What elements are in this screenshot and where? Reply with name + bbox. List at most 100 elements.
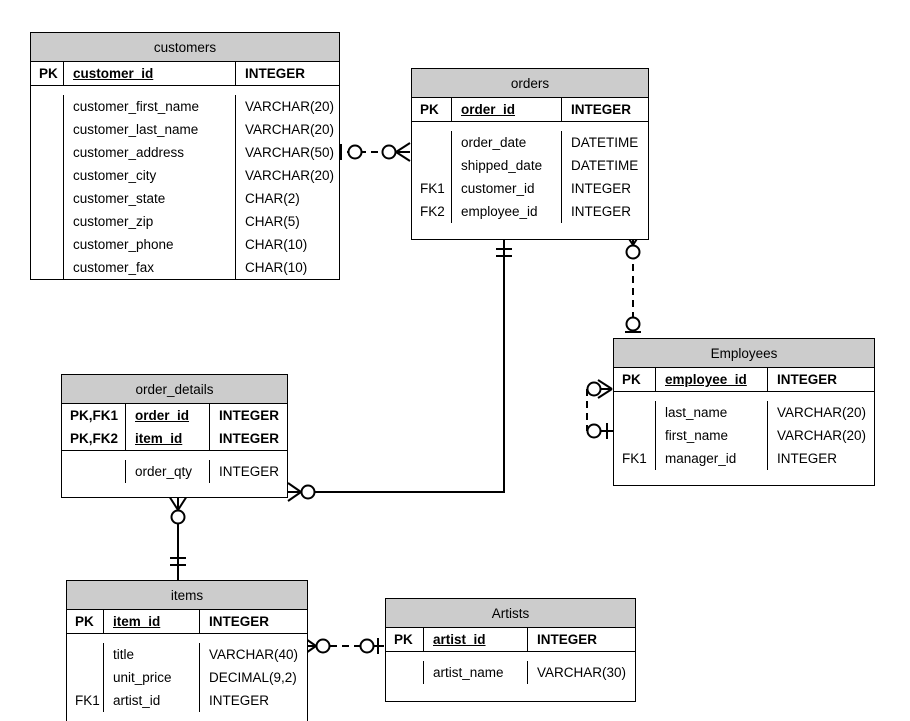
table-row[interactable]: order_date DATETIME: [412, 131, 648, 154]
entity-title-order-details: order_details: [62, 375, 287, 404]
row-datatype: INTEGER: [219, 464, 280, 479]
row-attribute: employee_id: [656, 368, 768, 391]
entity-attr-section-artists: artist_name VARCHAR(30): [386, 652, 635, 692]
table-row[interactable]: unit_price DECIMAL(9,2): [67, 666, 307, 689]
entity-attr-section-orders: order_date DATETIME shipped_date DATETIM…: [412, 122, 648, 231]
table-row[interactable]: customer_first_name VARCHAR(20): [31, 95, 339, 118]
table-row[interactable]: artist_name VARCHAR(30): [386, 661, 635, 684]
table-row[interactable]: PK order_id INTEGER: [412, 98, 648, 121]
row-key: PK: [386, 628, 424, 651]
row-datatype: INTEGER: [777, 372, 838, 387]
row-attribute: customer_city: [64, 164, 236, 187]
row-attribute: customer_id: [452, 177, 562, 200]
row-key: PK: [614, 368, 656, 391]
table-row[interactable]: shipped_date DATETIME: [412, 154, 648, 177]
row-datatype: CHAR(10): [245, 260, 308, 275]
entity-attr-section-customers: customer_first_name VARCHAR(20) customer…: [31, 86, 339, 287]
relationship-order-details-items[interactable]: [168, 495, 188, 580]
row-key: FK2: [412, 200, 452, 223]
table-row[interactable]: last_name VARCHAR(20): [614, 401, 874, 424]
row-attribute: item_id: [126, 427, 210, 450]
row-datatype: INTEGER: [219, 408, 280, 423]
row-attribute: customer_first_name: [64, 95, 236, 118]
row-datatype: VARCHAR(40): [209, 647, 299, 662]
entity-customers[interactable]: customers PK customer_id INTEGER custome…: [30, 32, 340, 280]
row-key: FK1: [412, 177, 452, 200]
row-attribute: customer_fax: [64, 256, 236, 279]
entity-order-details[interactable]: order_details PK,FK1 order_id INTEGER PK…: [61, 374, 288, 498]
entity-title-items: items: [67, 581, 307, 610]
table-row[interactable]: PK artist_id INTEGER: [386, 628, 635, 651]
entity-title-customers: customers: [31, 33, 339, 62]
row-key: [31, 210, 64, 233]
row-attribute: customer_zip: [64, 210, 236, 233]
table-row[interactable]: customer_state CHAR(2): [31, 187, 339, 210]
entity-key-section-employees: PK employee_id INTEGER: [614, 368, 874, 392]
row-key: [412, 154, 452, 177]
row-key: PK: [412, 98, 452, 121]
row-attribute: customer_address: [64, 141, 236, 164]
row-attribute: customer_last_name: [64, 118, 236, 141]
relationship-employees-self[interactable]: [586, 379, 613, 439]
row-datatype: VARCHAR(20): [777, 428, 867, 443]
entity-artists[interactable]: Artists PK artist_id INTEGER artist_name…: [385, 598, 636, 702]
row-attribute: manager_id: [656, 447, 768, 470]
table-row[interactable]: FK2 employee_id INTEGER: [412, 200, 648, 223]
entity-attr-section-order-details: order_qty INTEGER: [62, 451, 287, 491]
row-datatype: CHAR(5): [245, 214, 300, 229]
row-attribute: item_id: [104, 610, 200, 633]
table-row[interactable]: FK1 manager_id INTEGER: [614, 447, 874, 470]
entity-employees[interactable]: Employees PK employee_id INTEGER last_na…: [613, 338, 875, 486]
row-key: [31, 256, 64, 279]
row-datatype: INTEGER: [209, 693, 270, 708]
table-row[interactable]: customer_fax CHAR(10): [31, 256, 339, 279]
relationship-orders-order-details[interactable]: [287, 240, 512, 502]
table-row[interactable]: FK1 customer_id INTEGER: [412, 177, 648, 200]
row-key: [614, 424, 656, 447]
table-row[interactable]: customer_address VARCHAR(50): [31, 141, 339, 164]
row-attribute: employee_id: [452, 200, 562, 223]
row-key: [31, 187, 64, 210]
relationship-customers-orders[interactable]: [340, 142, 411, 162]
row-datatype: INTEGER: [571, 204, 632, 219]
entity-items[interactable]: items PK item_id INTEGER title VARCHAR(4…: [66, 580, 308, 721]
table-row[interactable]: customer_city VARCHAR(20): [31, 164, 339, 187]
row-attribute: last_name: [656, 401, 768, 424]
table-row[interactable]: PK,FK2 item_id INTEGER: [62, 427, 287, 450]
row-datatype: DATETIME: [571, 158, 639, 173]
row-key: PK,FK2: [62, 427, 126, 450]
table-row[interactable]: FK1 artist_id INTEGER: [67, 689, 307, 712]
row-attribute: order_id: [126, 404, 210, 427]
row-key: [614, 401, 656, 424]
row-key: [31, 164, 64, 187]
row-attribute: artist_id: [424, 628, 528, 651]
table-row[interactable]: title VARCHAR(40): [67, 643, 307, 666]
row-datatype: INTEGER: [777, 451, 838, 466]
row-key: FK1: [67, 689, 104, 712]
row-attribute: unit_price: [104, 666, 200, 689]
row-datatype: DATETIME: [571, 135, 639, 150]
row-datatype: CHAR(10): [245, 237, 308, 252]
table-row[interactable]: first_name VARCHAR(20): [614, 424, 874, 447]
row-attribute: customer_id: [64, 62, 236, 85]
relationship-items-artists[interactable]: [302, 636, 384, 656]
table-row[interactable]: PK item_id INTEGER: [67, 610, 307, 633]
table-row[interactable]: PK customer_id INTEGER: [31, 62, 339, 85]
table-row[interactable]: PK,FK1 order_id INTEGER: [62, 404, 287, 427]
table-row[interactable]: customer_zip CHAR(5): [31, 210, 339, 233]
table-row[interactable]: order_qty INTEGER: [62, 460, 287, 483]
row-attribute: shipped_date: [452, 154, 562, 177]
row-datatype: INTEGER: [219, 431, 280, 446]
entity-title-artists: Artists: [386, 599, 635, 628]
row-datatype: INTEGER: [537, 632, 598, 647]
table-row[interactable]: customer_last_name VARCHAR(20): [31, 118, 339, 141]
relationship-orders-employees[interactable]: [623, 230, 643, 333]
row-attribute: order_id: [452, 98, 562, 121]
row-datatype: INTEGER: [571, 102, 632, 117]
table-row[interactable]: customer_phone CHAR(10): [31, 233, 339, 256]
row-datatype: VARCHAR(20): [245, 99, 335, 114]
entity-orders[interactable]: orders PK order_id INTEGER order_date DA…: [411, 68, 649, 240]
row-attribute: title: [104, 643, 200, 666]
table-row[interactable]: PK employee_id INTEGER: [614, 368, 874, 391]
